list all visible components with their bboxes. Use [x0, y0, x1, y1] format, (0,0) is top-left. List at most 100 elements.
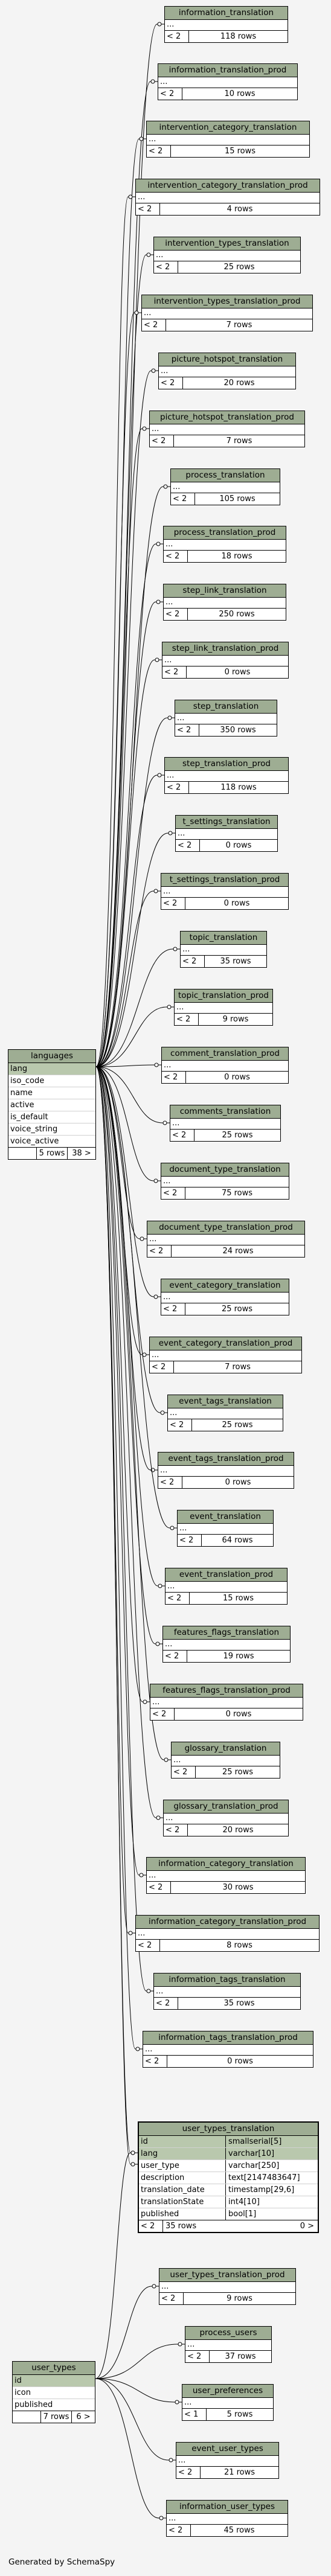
optional-marker — [146, 1989, 151, 1993]
table-header: user_types — [13, 2362, 95, 2375]
columns-collapsed: ... — [158, 1466, 294, 1477]
columns-collapsed: ... — [158, 77, 297, 88]
user-types-table[interactable]: user_types id icon published 7 rows 6 > — [12, 2361, 95, 2423]
footer-children: 38 > — [72, 1149, 91, 1158]
columns-collapsed: ... — [175, 714, 277, 724]
relationship-line — [95, 1066, 177, 1529]
columns-collapsed: ... — [171, 482, 280, 493]
optional-marker — [155, 657, 159, 662]
table-header: process_users — [185, 2327, 271, 2340]
footer-rows: 0 rows — [225, 1478, 251, 1487]
optional-marker — [167, 715, 172, 720]
table-intervention-types-translation-prod[interactable]: intervention_types_translation_prod...< … — [141, 295, 313, 331]
languages-table[interactable]: languages lang iso_code name active is_d… — [8, 1049, 96, 1160]
optional-marker — [159, 2516, 164, 2520]
optional-marker — [169, 2458, 173, 2463]
relationship-line — [95, 2152, 138, 2379]
table-header: picture_hotspot_translation — [159, 353, 295, 366]
optional-marker — [164, 1757, 169, 1762]
table-intervention-category-translation-prod[interactable]: intervention_category_translation_prod..… — [135, 179, 320, 216]
column-row: id — [13, 2375, 95, 2387]
footer-parents: < 2 — [171, 493, 195, 505]
optional-marker — [158, 1584, 162, 1588]
columns-collapsed: ... — [164, 1814, 288, 1824]
footer-rows: 7 rows — [41, 2411, 72, 2423]
columns-collapsed: ... — [170, 1119, 280, 1130]
table-header: features_flags_translation — [163, 1626, 290, 1640]
table-header: event_tags_translation_prod — [158, 1453, 294, 1466]
table-header: t_settings_translation_prod — [161, 874, 288, 887]
optional-marker — [170, 1526, 175, 1530]
footer-parents: < 2 — [172, 1766, 196, 1778]
table-header: document_type_translation — [161, 1163, 289, 1177]
optional-marker — [178, 2342, 182, 2347]
relationship-line — [95, 370, 158, 1067]
relationship-line — [95, 1066, 162, 1644]
footer-rows: 7 rows — [226, 436, 252, 446]
table-header: intervention_category_translation — [147, 121, 309, 135]
footer-rows: 25 rows — [222, 1768, 254, 1777]
footer-rows: 20 rows — [223, 379, 255, 388]
table-information-category-translation-prod[interactable]: information_category_translation_prod...… — [135, 1915, 320, 1952]
columns-collapsed: ... — [178, 1524, 273, 1535]
footer-rows: 5 rows — [227, 2410, 253, 2419]
footer-parents: < 2 — [159, 2293, 184, 2304]
footer-rows: 30 rows — [222, 1883, 254, 1892]
optional-marker — [134, 310, 139, 315]
columns-collapsed: ... — [163, 1640, 290, 1651]
relationship-line — [95, 1066, 161, 1297]
footer-rows: 0 rows — [227, 2057, 253, 2066]
relationship-line — [95, 775, 164, 1067]
relationship-line — [95, 1006, 174, 1067]
columns-collapsed: ... — [136, 1929, 319, 1940]
table-header: glossary_translation — [172, 1742, 280, 1756]
footer-parents: < 2 — [142, 319, 166, 331]
footer-children: 0 > — [300, 2222, 314, 2231]
table-header: event_translation — [178, 1510, 273, 1524]
table-header: event_tags_translation — [168, 1395, 283, 1408]
footer-parents: < 2 — [167, 2525, 191, 2536]
column-row: voice_string — [8, 1123, 95, 1136]
footer-parents: < 2 — [136, 1940, 160, 1951]
column-row: voice_active — [8, 1136, 95, 1148]
